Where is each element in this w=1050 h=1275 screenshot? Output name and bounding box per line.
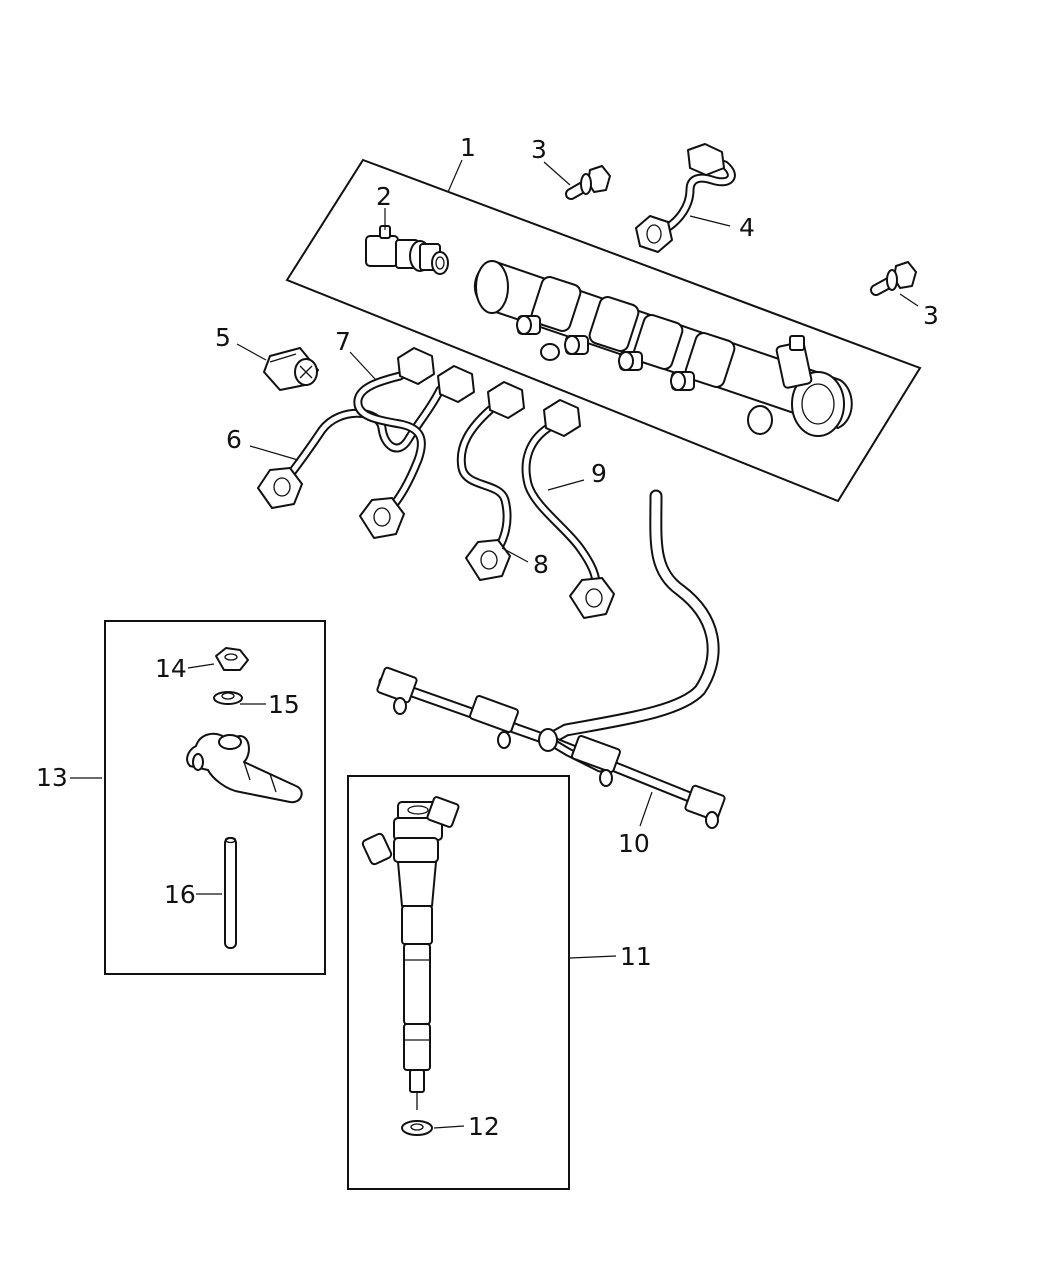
- fuel-supply-tube: [635, 143, 736, 253]
- callout-15: 15: [268, 690, 300, 719]
- injector-line-8: [456, 381, 525, 581]
- fuel-return-line: [376, 489, 726, 829]
- callout-8: 8: [533, 550, 549, 579]
- injector-group-frame: [347, 775, 570, 1190]
- leader-lines: [70, 159, 919, 1129]
- callout-2: 2: [376, 182, 392, 211]
- callout-3-right: 3: [923, 301, 939, 330]
- rail-bolt-right: [870, 261, 917, 296]
- callout-12: 12: [468, 1112, 500, 1141]
- rail-port-4: [670, 332, 736, 391]
- fuel-pressure-sensor: [365, 225, 449, 275]
- fuel-rail-group-frame: [285, 158, 922, 503]
- callout-1: 1: [460, 133, 476, 162]
- rail-port-3: [618, 314, 684, 371]
- callout-9: 9: [591, 459, 607, 488]
- injector-clamp: [186, 732, 303, 804]
- rail-port-2: [564, 296, 640, 355]
- clamp-nut: [215, 647, 249, 671]
- callout-16: 16: [164, 880, 196, 909]
- clamp-pin: [224, 836, 237, 949]
- callout-7: 7: [335, 327, 351, 356]
- fuel-injector: [361, 796, 460, 1110]
- injector-clamp-group-frame: [104, 620, 326, 975]
- clamp-washer: [213, 691, 243, 705]
- injector-line-7: [353, 347, 475, 539]
- callout-11: 11: [620, 942, 652, 971]
- callout-14: 14: [155, 654, 187, 683]
- callout-6: 6: [226, 425, 242, 454]
- callout-3-top: 3: [531, 135, 547, 164]
- injector-line-9: [521, 399, 615, 619]
- callout-4: 4: [739, 213, 755, 242]
- callout-5: 5: [215, 323, 231, 352]
- rail-isolator: [263, 347, 319, 391]
- rail-port-1: [516, 276, 582, 335]
- callout-10: 10: [618, 829, 650, 858]
- fuel-rail: [474, 260, 853, 437]
- injector-seal-washer: [401, 1120, 433, 1136]
- rail-bolt-top: [565, 165, 611, 200]
- callout-13: 13: [36, 763, 68, 792]
- injector-line-6: [257, 385, 445, 509]
